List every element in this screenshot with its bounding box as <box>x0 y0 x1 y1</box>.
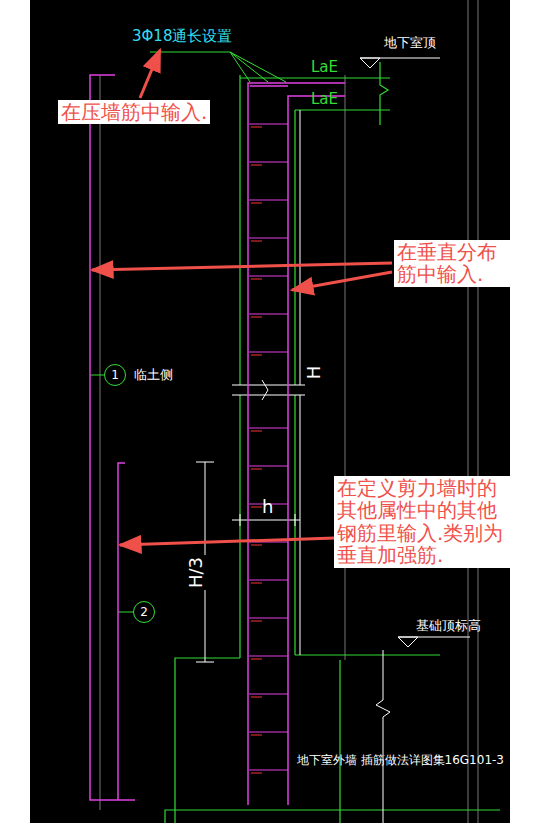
callout-note: 在定义剪力墙时的其他属性中的其他钢筋里输入.类别为垂直加强筋. <box>334 476 510 568</box>
note-text: 在垂直分布筋中输入. <box>397 241 509 286</box>
dimension: H/3 <box>185 555 206 590</box>
rebars <box>90 75 345 805</box>
callout-digit: 1 <box>111 368 119 382</box>
break-and-dimension-lines <box>196 58 470 823</box>
note-text: 在压墙筋中输入. <box>61 101 207 123</box>
rebar-spec: 3Φ18通长设置 <box>130 27 234 46</box>
callout-number: 1 <box>104 364 126 386</box>
concrete-outline <box>165 62 500 823</box>
drawing-ground <box>30 0 510 823</box>
side-label: 临土侧 <box>132 366 175 384</box>
dimension: H <box>303 364 324 382</box>
anchor-length: LaE <box>309 58 340 76</box>
leader-lines <box>90 52 286 612</box>
note-text: 在定义剪力墙时的其他属性中的其他钢筋里输入.类别为垂直加强筋. <box>337 477 507 567</box>
anchor-length: LaE <box>309 90 340 108</box>
detail-note: 地下室外墙 插筋做法详图集16G101-3 <box>295 752 506 769</box>
dimension: h <box>260 496 275 517</box>
callout-note: 在压墙筋中输入. <box>58 100 210 124</box>
elevation-label: 地下室顶 <box>382 34 438 52</box>
callout-note: 在垂直分布筋中输入. <box>394 240 512 287</box>
callout-number: 2 <box>133 601 155 623</box>
stirrups <box>249 124 288 773</box>
callout-digit: 2 <box>140 605 148 619</box>
elevation-label: 基础顶标高 <box>414 617 483 635</box>
